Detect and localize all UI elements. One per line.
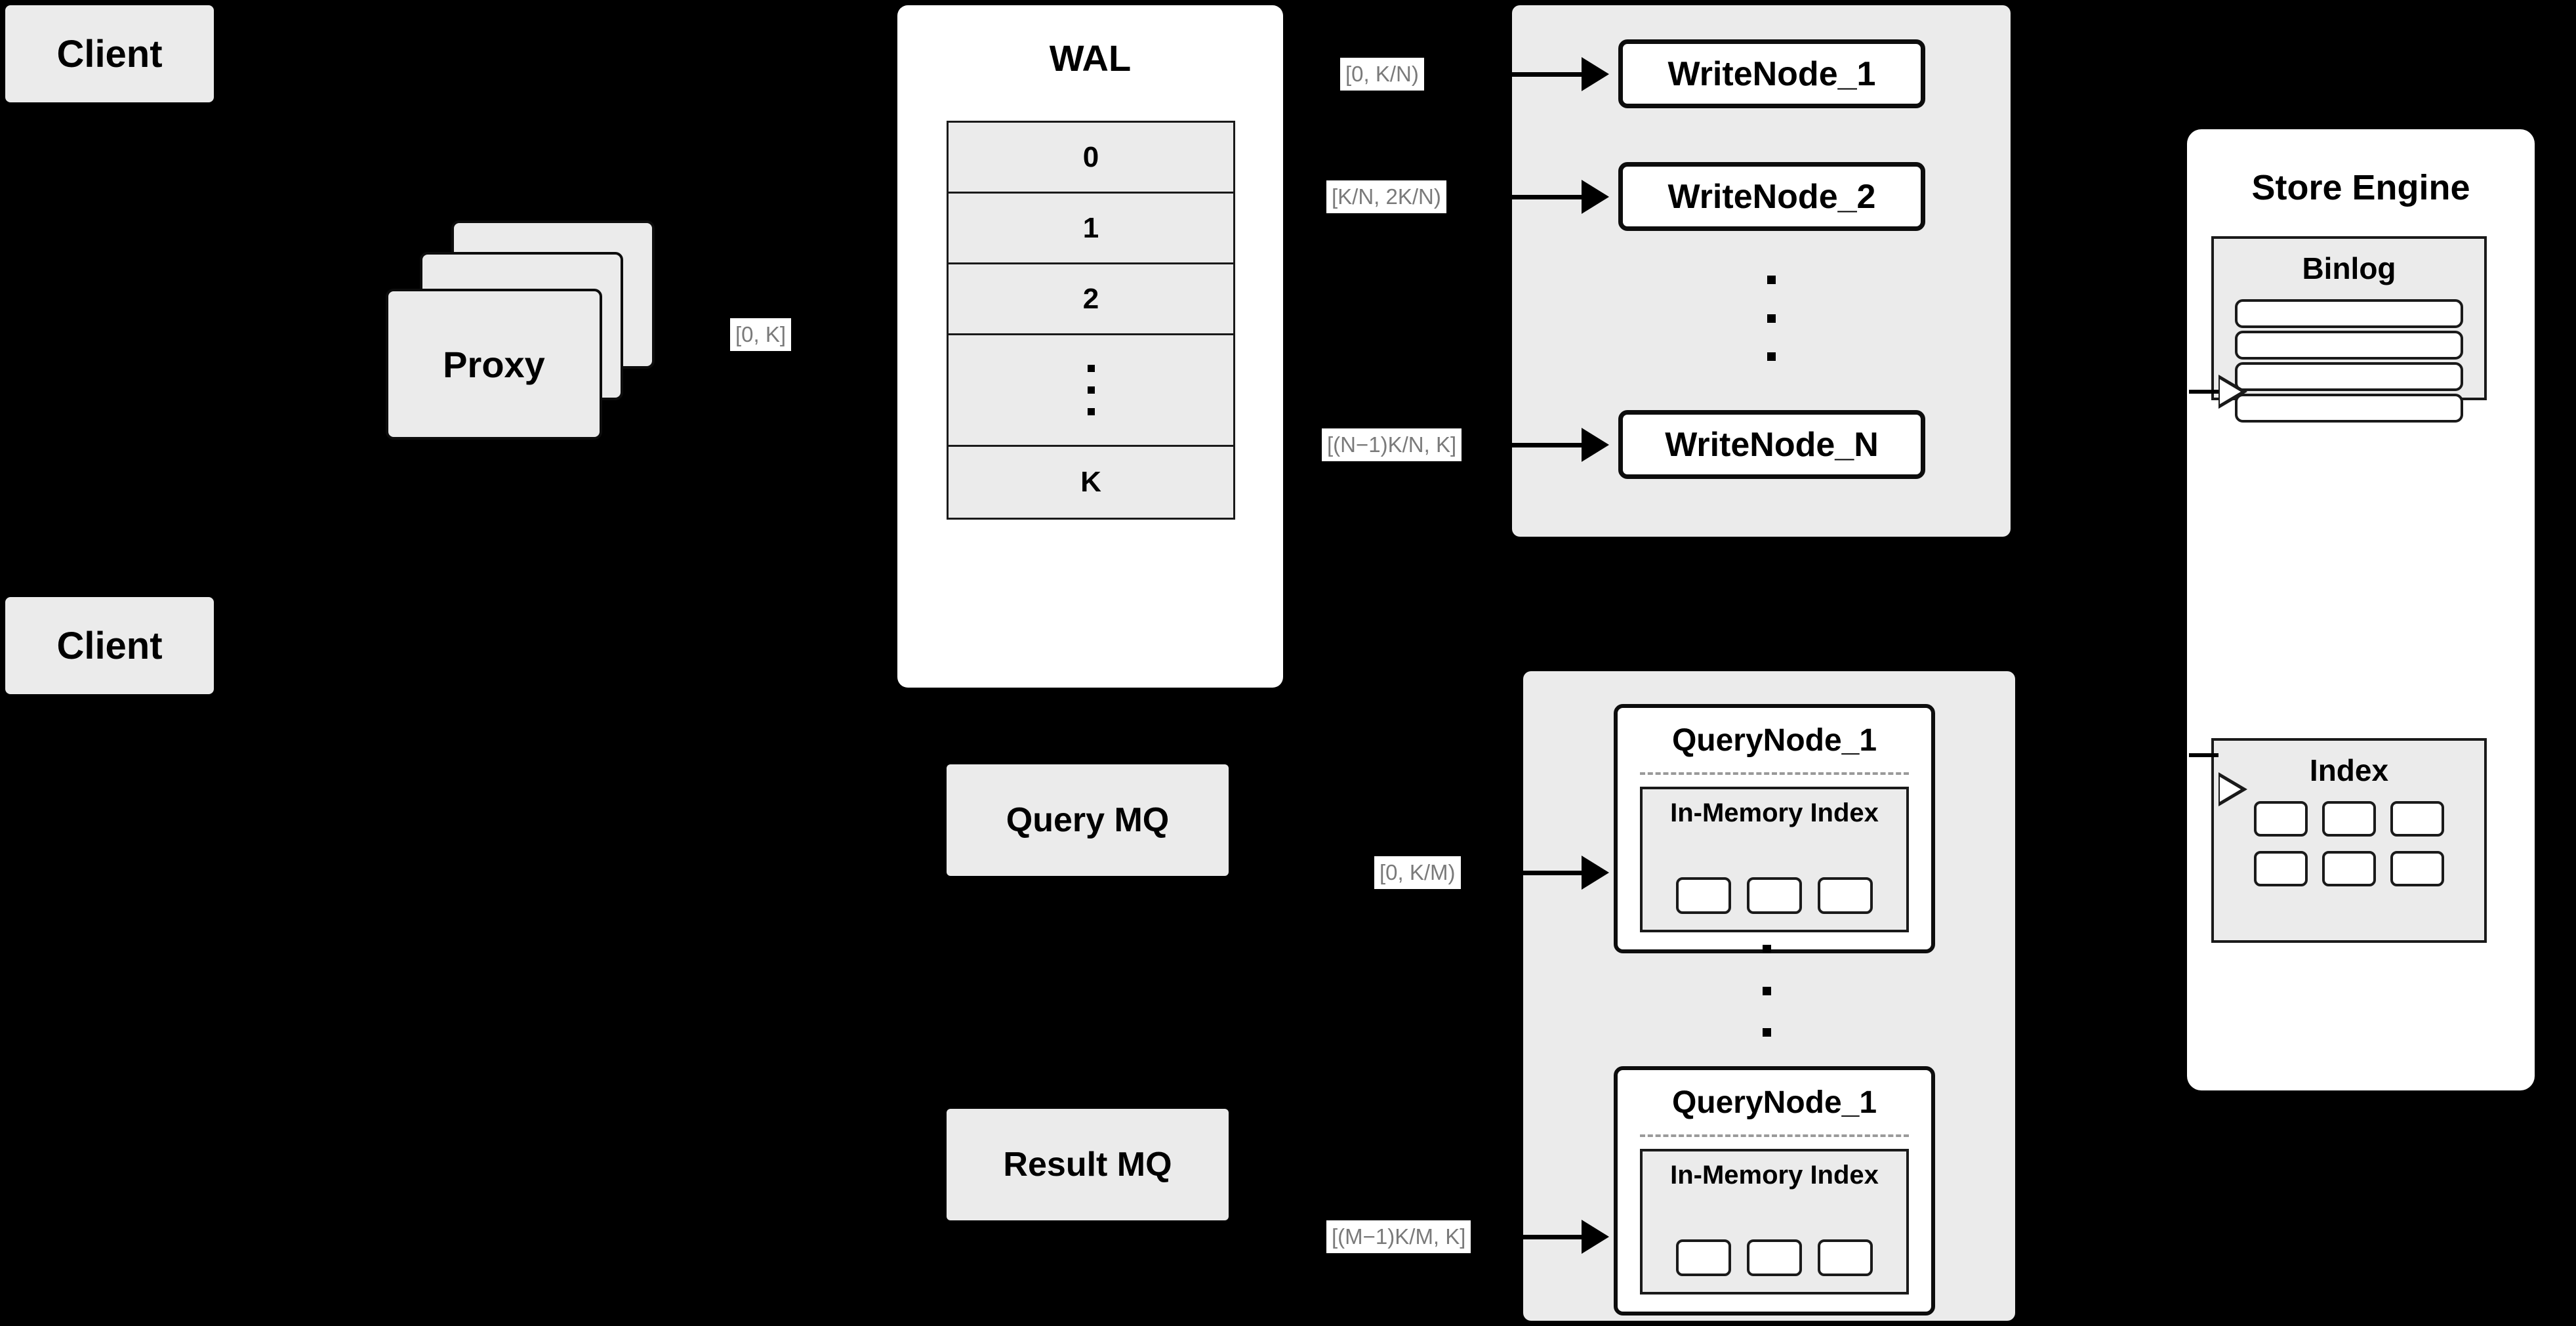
arrow-head-writenode-2 <box>1582 180 1609 214</box>
wal-row: 2 <box>949 264 1233 335</box>
wal-row: 1 <box>949 194 1233 264</box>
binlog-row <box>2235 331 2463 360</box>
write-node-2[interactable]: WriteNode_2 <box>1618 162 1925 231</box>
wal-table: 0 1 2 K <box>947 121 1235 520</box>
wal-panel: WAL 0 1 2 K <box>897 5 1283 688</box>
in-memory-index-cells <box>1643 1239 1906 1276</box>
index-panel: Index <box>2211 738 2487 943</box>
proxy-box[interactable]: Proxy <box>386 289 602 440</box>
query-node-2[interactable]: QueryNode_1 In-Memory Index <box>1614 1066 1935 1316</box>
arrow-head-querynode-1 <box>1582 856 1609 890</box>
binlog-row <box>2235 299 2463 328</box>
index-cell <box>2322 851 2376 886</box>
arrow-head-writenode-1 <box>1582 57 1609 91</box>
write-node-n-range-label: [(N−1)K/N, K] <box>1322 428 1462 461</box>
binlog-rows <box>2235 299 2463 423</box>
in-memory-index-panel: In-Memory Index <box>1640 1149 1909 1295</box>
arrow-line-index <box>2189 753 2218 757</box>
arrow-head-index <box>2218 772 2247 806</box>
index-cell <box>2322 801 2376 837</box>
arrow-line-querynode-1 <box>1522 871 1582 875</box>
arrow-head-writenode-n <box>1582 428 1609 462</box>
query-cluster-ellipsis <box>1762 945 1771 1037</box>
index-row <box>2254 851 2444 886</box>
client-label: Client <box>56 32 163 75</box>
binlog-row <box>2235 362 2463 391</box>
in-memory-index-title: In-Memory Index <box>1670 798 1879 827</box>
arrow-head-querynode-2 <box>1582 1220 1609 1254</box>
query-node-2-range-label: [(M−1)K/M, K] <box>1326 1220 1471 1253</box>
wal-title: WAL <box>1049 37 1132 79</box>
write-node-n[interactable]: WriteNode_N <box>1618 410 1925 479</box>
index-cell <box>1747 1239 1802 1276</box>
write-cluster-ellipsis <box>1767 276 1776 361</box>
proxy-label: Proxy <box>443 343 545 385</box>
index-grid <box>2214 801 2484 886</box>
query-node-divider <box>1640 1134 1909 1137</box>
arrow-line-writenode-2 <box>1509 195 1582 199</box>
index-cell <box>2254 851 2308 886</box>
query-mq-box[interactable]: Query MQ <box>947 764 1229 876</box>
query-mq-label: Query MQ <box>1006 801 1170 839</box>
wal-row-ellipsis <box>949 335 1233 447</box>
arrow-line-binlog <box>2189 390 2218 394</box>
index-cell <box>1676 1239 1731 1276</box>
write-node-2-range-label: [K/N, 2K/N) <box>1326 180 1446 213</box>
in-memory-index-cells <box>1643 877 1906 914</box>
query-node-divider <box>1640 772 1909 775</box>
index-cell <box>1676 877 1731 914</box>
wal-row: K <box>1080 466 1101 498</box>
index-cell <box>1818 877 1873 914</box>
client-box-top[interactable]: Client <box>5 5 214 102</box>
store-engine-title: Store Engine <box>2251 168 2470 207</box>
store-engine-panel: Store Engine Binlog Index <box>2187 129 2535 1090</box>
binlog-row <box>2235 394 2463 423</box>
index-title: Index <box>2309 753 2389 787</box>
index-row <box>2254 801 2444 837</box>
query-node-label: QueryNode_1 <box>1671 1085 1877 1120</box>
index-cell <box>1747 877 1802 914</box>
result-mq-label: Result MQ <box>1003 1146 1172 1184</box>
query-node-1[interactable]: QueryNode_1 In-Memory Index <box>1614 704 1935 953</box>
query-node-1-range-label: [0, K/M) <box>1374 856 1461 889</box>
write-node-1-range-label: [0, K/N) <box>1340 58 1424 91</box>
index-cell <box>1818 1239 1873 1276</box>
query-node-label: QueryNode_1 <box>1671 723 1877 758</box>
write-node-label: WriteNode_1 <box>1667 54 1876 93</box>
client-label: Client <box>56 624 163 667</box>
write-node-label: WriteNode_N <box>1665 425 1879 464</box>
arrow-head-binlog <box>2218 375 2247 409</box>
index-cell <box>2390 801 2444 837</box>
in-memory-index-title: In-Memory Index <box>1670 1161 1879 1190</box>
in-memory-index-panel: In-Memory Index <box>1640 787 1909 932</box>
arrow-line-writenode-1 <box>1453 72 1582 77</box>
wal-row: 0 <box>949 123 1233 194</box>
proxy-range-label: [0, K] <box>730 318 792 351</box>
write-node-1[interactable]: WriteNode_1 <box>1618 39 1925 108</box>
binlog-title: Binlog <box>2302 251 2396 285</box>
index-cell <box>2254 801 2308 837</box>
write-node-label: WriteNode_2 <box>1667 177 1876 216</box>
binlog-panel: Binlog <box>2211 236 2487 423</box>
arrow-line-querynode-2 <box>1509 1235 1582 1239</box>
arrow-line-writenode-n <box>1509 443 1582 447</box>
index-cell <box>2390 851 2444 886</box>
client-box-bottom[interactable]: Client <box>5 597 214 694</box>
result-mq-box[interactable]: Result MQ <box>947 1109 1229 1220</box>
